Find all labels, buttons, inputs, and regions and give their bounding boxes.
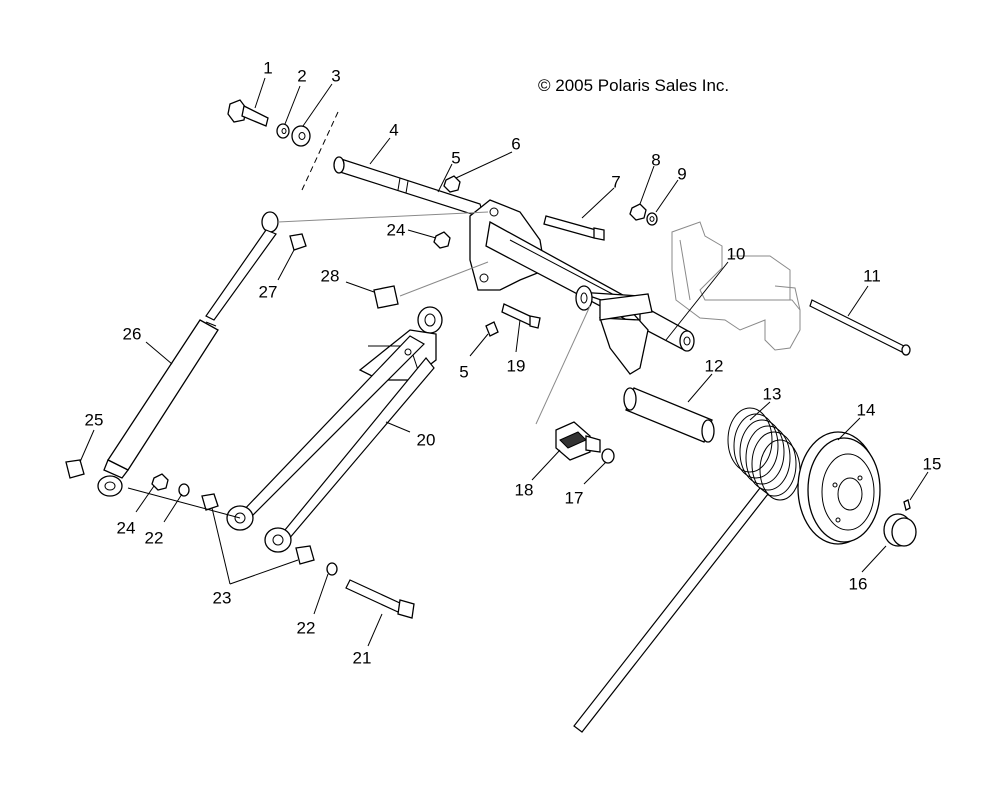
collar-16 xyxy=(883,513,917,547)
leader-lines xyxy=(79,77,929,647)
callout-5-lower: 5 xyxy=(459,362,469,382)
copyright-notice: © 2005 Polaris Sales Inc. xyxy=(538,76,730,95)
callout-1: 1 xyxy=(263,58,273,78)
washer-22-upper xyxy=(178,483,190,497)
callout-18: 18 xyxy=(514,480,534,500)
callout-15: 15 xyxy=(922,454,942,474)
callout-25: 25 xyxy=(84,410,104,430)
bushing-27 xyxy=(289,233,307,251)
bushing-23-right xyxy=(295,545,315,565)
spring-tube xyxy=(623,387,715,443)
callout-17: 17 xyxy=(564,488,584,508)
shock-absorber xyxy=(97,211,279,497)
callout-11: 11 xyxy=(863,266,881,286)
rail-rod xyxy=(809,299,911,356)
washer-22-lower xyxy=(326,562,338,576)
nut-24-lower xyxy=(151,473,169,491)
rail-bracket-outline xyxy=(671,221,801,351)
callout-22-upper: 22 xyxy=(144,528,164,548)
callout-3: 3 xyxy=(331,66,341,86)
upper-mount-bracket xyxy=(469,199,695,352)
callout-7: 7 xyxy=(611,172,621,192)
bolt-19 xyxy=(501,303,541,329)
callout-20: 20 xyxy=(416,430,436,450)
callout-27: 27 xyxy=(258,282,278,302)
bolt-21 xyxy=(345,579,415,619)
washer-17 xyxy=(601,448,615,464)
callout-4: 4 xyxy=(389,120,399,140)
callout-10: 10 xyxy=(726,244,746,264)
callout-13: 13 xyxy=(762,384,782,404)
control-arm xyxy=(226,329,437,553)
callout-26: 26 xyxy=(122,324,142,344)
callout-14: 14 xyxy=(856,400,876,420)
pin-15 xyxy=(903,499,911,511)
bolt-7 xyxy=(543,215,605,241)
washer-9 xyxy=(646,212,658,226)
callout-21: 21 xyxy=(352,648,372,668)
nut-24-upper xyxy=(433,231,451,249)
bolt-1 xyxy=(227,99,269,127)
washer-3 xyxy=(291,125,311,147)
callout-2: 2 xyxy=(297,66,307,86)
callout-19: 19 xyxy=(506,356,526,376)
bushing-23-left xyxy=(201,493,219,511)
cross-shaft xyxy=(333,156,485,219)
nut-8 xyxy=(629,203,647,221)
nut-6 xyxy=(443,175,461,193)
bushing-28 xyxy=(373,285,399,309)
callout-24-lower: 24 xyxy=(116,518,136,538)
washer-2 xyxy=(276,123,290,139)
callout-6: 6 xyxy=(511,134,521,154)
front-arm-bushing xyxy=(417,306,443,334)
callout-9: 9 xyxy=(677,164,687,184)
callout-24-upper: 24 xyxy=(386,220,406,240)
callout-12: 12 xyxy=(704,356,724,376)
callout-5-upper: 5 xyxy=(451,148,461,168)
bushing-25 xyxy=(65,459,85,479)
callout-8: 8 xyxy=(651,150,661,170)
clip-18 xyxy=(555,421,601,461)
idler-wheel xyxy=(797,431,881,545)
callout-16: 16 xyxy=(848,574,868,594)
torque-arm-clamp xyxy=(575,285,653,375)
callout-23: 23 xyxy=(212,588,232,608)
callout-28: 28 xyxy=(320,266,340,286)
grease-fitting-5 xyxy=(485,321,499,337)
callout-22-lower: 22 xyxy=(296,618,316,638)
